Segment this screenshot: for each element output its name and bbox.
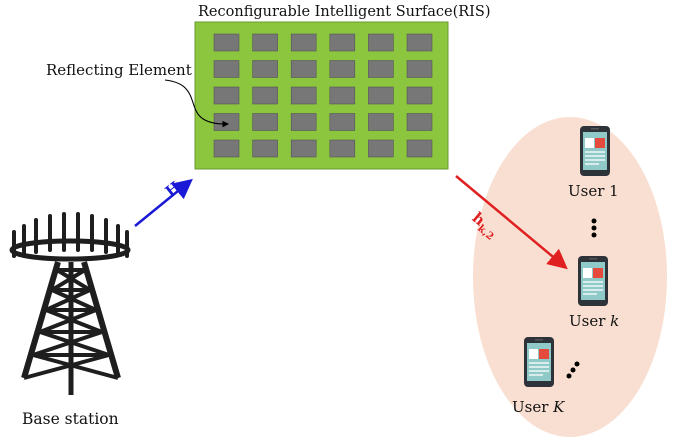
reflecting-element [290,86,317,105]
user-K-label: User K [512,400,564,415]
user-1-label: User 1 [568,182,619,200]
reflecting-element [368,113,394,131]
base-station-label: Base station [22,410,119,428]
reflecting-element [252,113,278,131]
reflecting-element [252,33,278,52]
reflecting-element [406,33,433,52]
reflecting-element [406,113,433,131]
smartphone-icon [580,126,610,176]
reflecting-element [213,86,240,105]
reflecting-element [290,60,317,78]
reflecting-element [329,113,356,131]
reflecting-element [406,86,433,105]
reflecting-element [329,60,356,78]
user-ellipsis-diagonal [566,361,580,379]
reflecting-element [368,60,394,78]
h1-arrow [134,178,193,227]
reflecting-element [252,86,278,105]
user-K-var: K [553,398,565,416]
reflecting-element [213,139,240,158]
user-ellipsis-vertical [591,218,597,238]
reflecting-element [406,60,433,78]
user-cluster [473,117,667,437]
user-K-prefix: User [512,398,554,416]
hk2-arrow [455,175,568,270]
reflecting-element [368,139,394,158]
reflecting-element [368,86,394,105]
reflecting-element [290,139,317,158]
reflecting-element [329,139,356,158]
reflecting-element [290,33,317,52]
reflecting-element [252,139,278,158]
reflecting-element [213,60,240,78]
ris-title: Reconfigurable Intelligent Surface(RIS) [198,4,491,20]
reflecting-element-pointer [164,79,230,128]
reflecting-element [213,33,240,52]
reflecting-element [213,113,240,131]
smartphone-icon [578,256,608,306]
reflecting-element [329,33,356,52]
reflecting-element [252,60,278,78]
cell-tower-icon [9,212,131,395]
smartphone-icon [524,337,554,387]
user-k-label: User k [569,314,619,329]
reflecting-element [406,139,433,158]
reflecting-element [329,86,356,105]
reflecting-element-label: Reflecting Element [46,61,192,79]
reflecting-element [368,33,394,52]
user-k-var: k [610,312,620,330]
user-k-prefix: User [569,312,611,330]
reflecting-element [290,113,317,131]
